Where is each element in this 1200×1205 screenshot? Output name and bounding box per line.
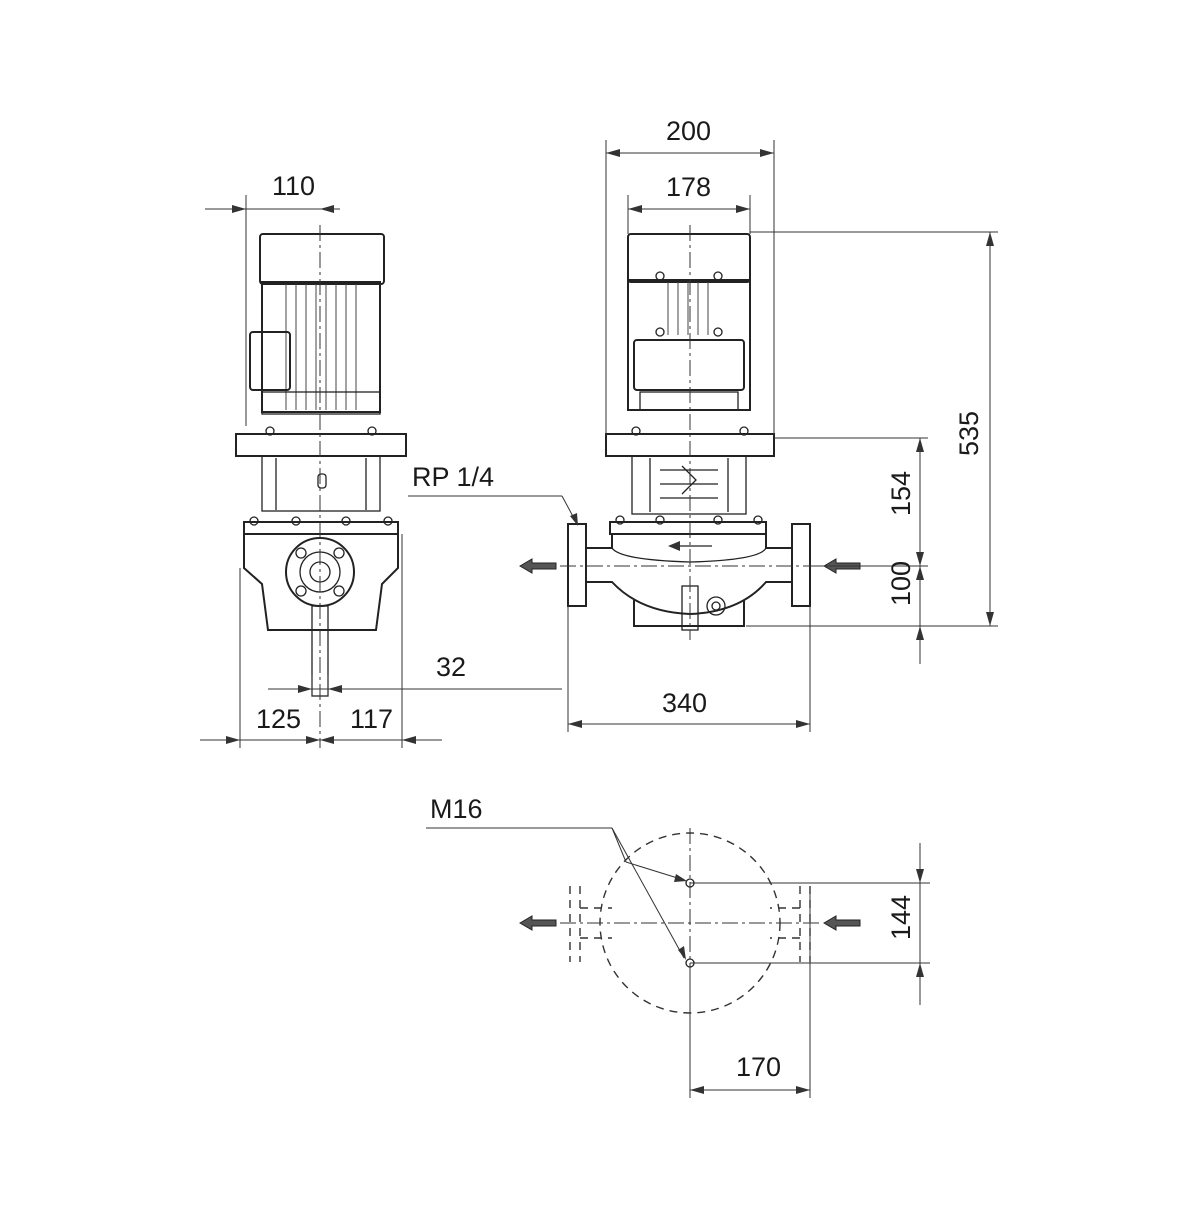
- dim-178: 178: [666, 172, 711, 202]
- dim-32: 32: [436, 652, 466, 682]
- dimension-lines: [200, 140, 998, 1098]
- label-rp-1-4: RP 1/4: [412, 462, 494, 492]
- dim-117: 117: [350, 704, 393, 734]
- dimension-labels: 110 200 178 535 154 100 32 125 117 340 1…: [256, 116, 984, 1082]
- dim-100: 100: [886, 561, 916, 606]
- front-view: [519, 225, 861, 640]
- dim-154: 154: [886, 471, 916, 516]
- dim-110: 110: [272, 171, 315, 201]
- dim-170: 170: [736, 1052, 781, 1082]
- dim-144: 144: [886, 895, 916, 940]
- label-m16: M16: [430, 794, 483, 824]
- dim-125: 125: [256, 704, 301, 734]
- dim-535: 535: [954, 411, 984, 456]
- side-view: [235, 225, 407, 748]
- dim-200: 200: [666, 116, 711, 146]
- dim-340: 340: [662, 688, 707, 718]
